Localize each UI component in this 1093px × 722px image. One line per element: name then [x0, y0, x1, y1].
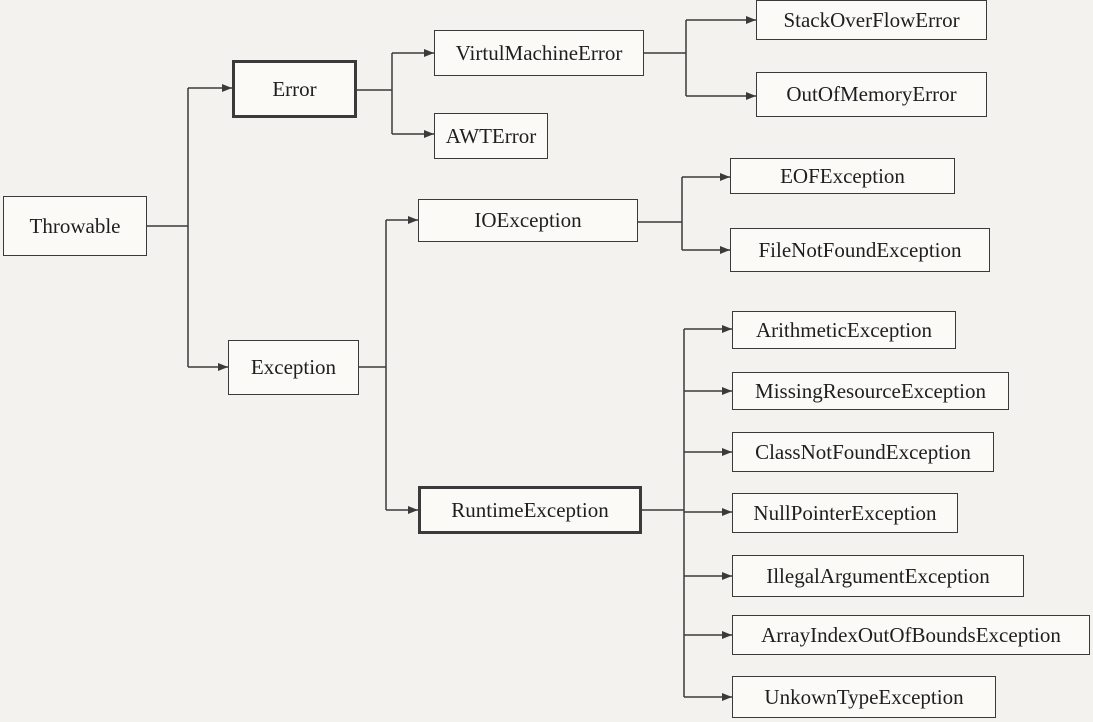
edge-runtime-branch [642, 329, 685, 697]
node-awt-error: AWTError [434, 113, 548, 159]
node-error: Error [232, 60, 357, 118]
node-stack-overflow-error: StackOverFlowError [756, 0, 987, 40]
node-missing-resource-exception: MissingResourceException [732, 372, 1009, 410]
node-arithmetic-exception: ArithmeticException [732, 311, 956, 349]
node-throwable: Throwable [3, 196, 147, 256]
node-null-pointer-exception: NullPointerException [732, 493, 958, 533]
node-class-not-found-exception: ClassNotFoundException [732, 432, 994, 472]
node-array-index-out-of-bounds-exception: ArrayIndexOutOfBoundsException [732, 615, 1090, 655]
node-eof-exception: EOFException [730, 158, 955, 194]
edge-error-branch [357, 53, 393, 134]
edge-vm-branch [644, 20, 687, 96]
node-exception: Exception [228, 340, 359, 395]
node-io-exception: IOException [418, 199, 638, 242]
node-runtime-exception: RuntimeException [418, 486, 642, 534]
node-virtual-machine-error: VirtulMachineError [434, 30, 644, 76]
node-unknown-type-exception: UnkownTypeException [732, 676, 996, 718]
node-illegal-argument-exception: IllegalArgumentException [732, 555, 1024, 597]
edge-io-branch [638, 177, 683, 250]
edge-throwable-branch [147, 88, 189, 367]
edge-exception-branch [359, 220, 387, 510]
node-out-of-memory-error: OutOfMemoryError [756, 72, 987, 117]
node-file-not-found-exception: FileNotFoundException [730, 228, 990, 272]
